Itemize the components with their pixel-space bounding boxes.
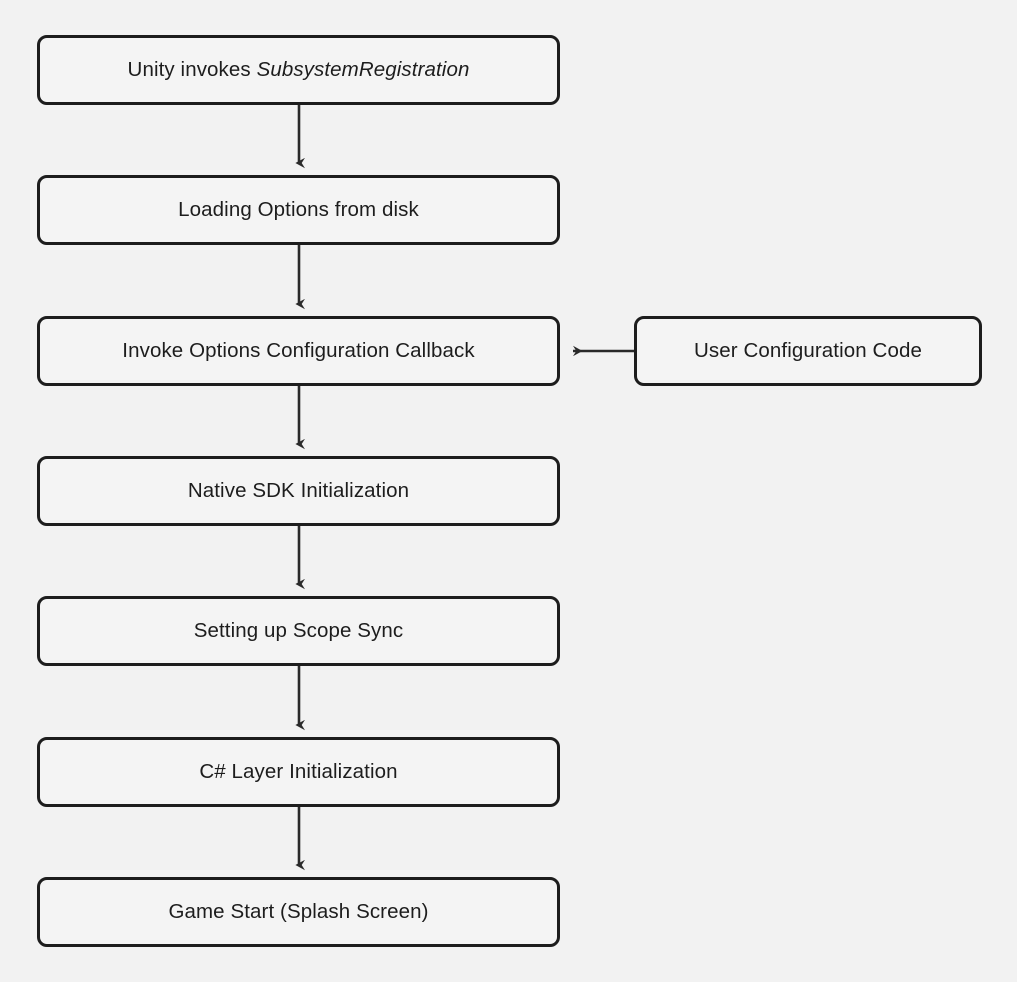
node-game-start[interactable]: Game Start (Splash Screen) — [37, 877, 560, 947]
node-native-sdk-init[interactable]: Native SDK Initialization — [37, 456, 560, 526]
node-user-configuration-code[interactable]: User Configuration Code — [634, 316, 982, 386]
node-label-prefix: Unity invokes — [127, 57, 257, 81]
node-label-subsystem-registration: Unity invokes SubsystemRegistration — [122, 58, 476, 83]
node-label-invoke-options-callback: Invoke Options Configuration Callback — [122, 338, 475, 362]
node-label-scope-sync: Setting up Scope Sync — [193, 618, 404, 642]
node-loading-options[interactable]: Loading Options from disk — [37, 175, 560, 245]
node-label-emphasis: SubsystemRegistration — [256, 57, 470, 81]
node-label-loading-options: Loading Options from disk — [178, 197, 419, 221]
node-label-csharp-layer-init: C# Layer Initialization — [199, 759, 398, 783]
node-csharp-layer-init[interactable]: C# Layer Initialization — [37, 737, 560, 807]
node-subsystem-registration[interactable]: Unity invokes SubsystemRegistration — [37, 35, 560, 105]
node-label-native-sdk-init: Native SDK Initialization — [187, 478, 410, 502]
node-invoke-options-callback[interactable]: Invoke Options Configuration Callback — [37, 316, 560, 386]
node-label-user-configuration-code: User Configuration Code — [694, 338, 922, 362]
node-scope-sync[interactable]: Setting up Scope Sync — [37, 596, 560, 666]
node-label-game-start: Game Start (Splash Screen) — [168, 899, 429, 923]
